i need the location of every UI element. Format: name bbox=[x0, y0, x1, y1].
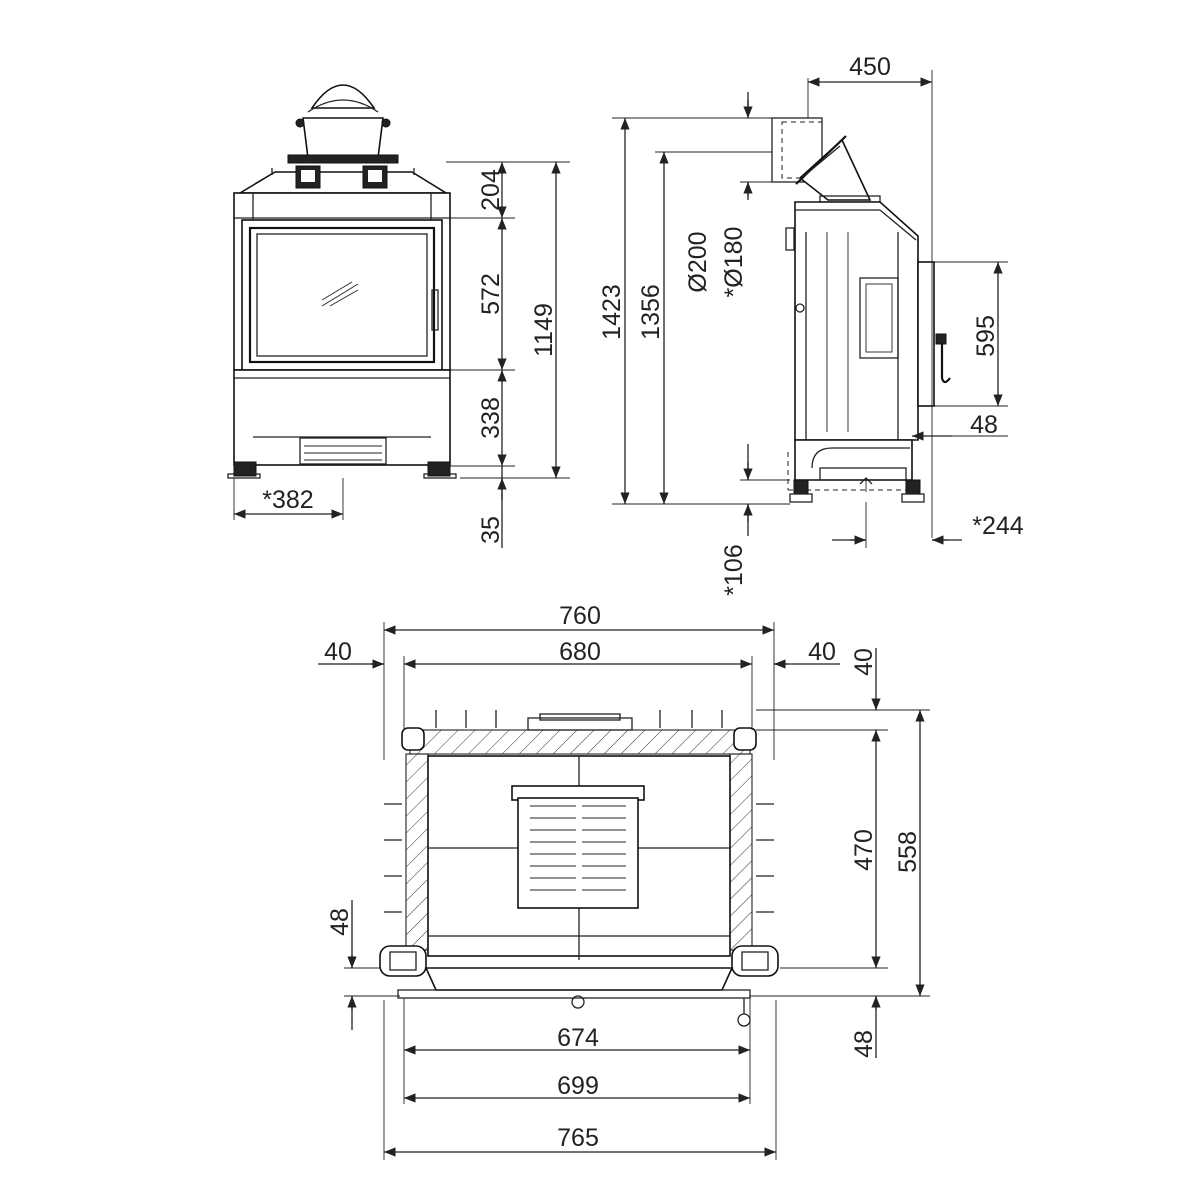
front-left-hinge bbox=[379, 945, 427, 977]
ash-drawer bbox=[299, 437, 387, 465]
side-door bbox=[917, 261, 935, 407]
front-dim-382: *382 bbox=[262, 486, 313, 514]
front-view: 204 572 338 1149 35 *382 bbox=[227, 84, 570, 548]
plan-dim-470: 470 bbox=[850, 829, 878, 871]
glass-window bbox=[241, 219, 443, 371]
side-dim-flue-outer: Ø200 bbox=[684, 231, 712, 292]
plan-dim-40-top: 40 bbox=[850, 648, 878, 676]
plan-dim-40-left: 40 bbox=[324, 638, 352, 666]
plan-dim-40-right: 40 bbox=[808, 638, 836, 666]
right-wall bbox=[729, 753, 753, 951]
front-right-hinge bbox=[731, 945, 779, 977]
side-view: 450 1423 1356 Ø200 *Ø180 *106 595 48 bbox=[598, 53, 1024, 596]
front-door bbox=[424, 967, 734, 991]
side-dim-48: 48 bbox=[970, 411, 998, 439]
side-dim-244: *244 bbox=[972, 512, 1024, 540]
plan-dim-48-left: 48 bbox=[326, 908, 354, 936]
side-dim-1356: 1356 bbox=[637, 284, 665, 340]
front-dim-1149: 1149 bbox=[530, 303, 558, 357]
side-dim-450: 450 bbox=[849, 53, 891, 81]
top-hood bbox=[237, 171, 449, 194]
plan-dim-674: 674 bbox=[557, 1024, 599, 1052]
side-dim-flue-inner: *Ø180 bbox=[720, 227, 748, 298]
rear-wall bbox=[409, 729, 751, 755]
plan-dim-48-right: 48 bbox=[850, 1030, 878, 1058]
front-dim-338: 338 bbox=[477, 397, 505, 439]
front-dim-204: 204 bbox=[477, 169, 505, 211]
side-dim-1423: 1423 bbox=[598, 284, 626, 340]
plan-dim-760: 760 bbox=[559, 602, 601, 630]
left-wall bbox=[405, 753, 429, 951]
plan-view: 760 680 40 40 40 470 558 48 48 bbox=[318, 602, 930, 1160]
plan-dim-680: 680 bbox=[559, 638, 601, 666]
grate bbox=[511, 785, 645, 909]
side-body bbox=[794, 201, 919, 441]
side-dim-106: *106 bbox=[720, 544, 748, 595]
plan-dim-765: 765 bbox=[557, 1124, 599, 1152]
plan-dim-699: 699 bbox=[557, 1072, 599, 1100]
flue-collar bbox=[287, 84, 399, 164]
side-dim-595: 595 bbox=[972, 315, 1000, 357]
flue-elbow bbox=[771, 117, 881, 203]
front-dim-35: 35 bbox=[477, 516, 505, 544]
front-dim-572: 572 bbox=[477, 273, 505, 315]
plan-dim-558: 558 bbox=[894, 831, 922, 873]
